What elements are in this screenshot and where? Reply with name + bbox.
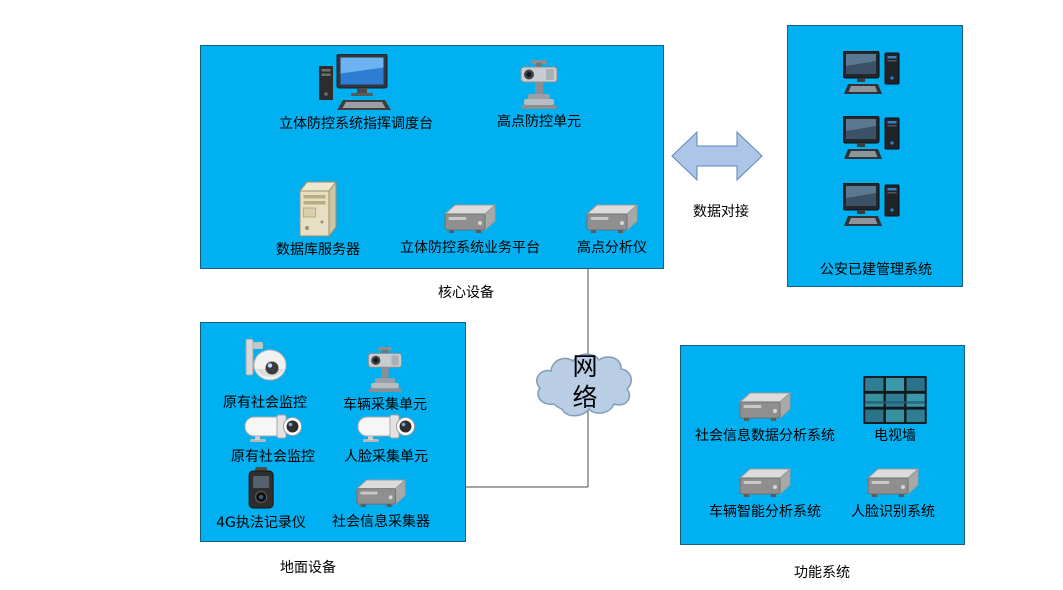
- core-equipment-panel: 立体防控系统指挥调度台 高点防控单元 数据库服务器 立体防控系统业务平台 高点分…: [200, 45, 664, 269]
- analyzer-box-icon: [354, 477, 408, 510]
- device-label: 原有社会监控: [223, 395, 307, 411]
- ptz-camera-icon: [366, 347, 404, 393]
- device-label: 人脸识别系统: [851, 504, 935, 520]
- analyzer-box-icon: [865, 466, 921, 500]
- function-panel-caption: 功能系统: [794, 565, 850, 581]
- device-label: 人脸采集单元: [344, 449, 428, 465]
- ground-equipment-panel: 原有社会监控 车辆采集单元 原有社会监控 人脸采集单元 4G执法记录仪 社会信息…: [200, 322, 466, 542]
- server-tower-icon: [294, 178, 342, 238]
- device-label: 数据库服务器: [276, 242, 360, 258]
- device-label: 车辆采集单元: [343, 397, 427, 413]
- device-label: 4G执法记录仪: [216, 515, 306, 531]
- device-label: 电视墙: [874, 428, 916, 444]
- tv-wall-icon: [862, 376, 928, 424]
- data-link-arrow: [671, 127, 763, 189]
- device-existing-monitor-dome: 原有社会监控: [223, 339, 307, 411]
- bullet-camera-icon: [244, 413, 302, 445]
- body-camera-icon: [245, 467, 277, 511]
- device-label: 立体防控系统指挥调度台: [279, 116, 433, 132]
- analyzer-box-icon: [737, 466, 793, 500]
- device-label: 高点分析仪: [577, 240, 647, 256]
- device-social-data-analysis: 社会信息数据分析系统: [695, 390, 835, 444]
- ground-panel-caption: 地面设备: [280, 560, 336, 576]
- device-social-info-collector: 社会信息采集器: [332, 477, 430, 530]
- device-face-recognition-system: 人脸识别系统: [851, 466, 935, 520]
- network-cloud: [532, 350, 638, 426]
- device-business-platform: 立体防控系统业务平台: [400, 202, 540, 256]
- function-systems-panel: 社会信息数据分析系统 电视墙 车辆智能分析系统 人脸识别系统: [680, 345, 965, 545]
- device-label: 原有社会监控: [231, 449, 315, 465]
- device-existing-monitor-bullet: 原有社会监控: [231, 413, 315, 465]
- device-command-console: 立体防控系统指挥调度台: [279, 54, 433, 132]
- device-tv-wall: 电视墙: [862, 376, 928, 444]
- data-link-label: 数据对接: [693, 204, 749, 220]
- device-label: 社会信息数据分析系统: [695, 428, 835, 444]
- device-face-capture-unit: 人脸采集单元: [344, 413, 428, 465]
- device-highpoint-analyzer: 高点分析仪: [577, 202, 647, 256]
- device-database-server: 数据库服务器: [276, 178, 360, 258]
- double-arrow-icon: [671, 130, 763, 182]
- ptz-camera-icon: [519, 60, 559, 110]
- device-label: 车辆智能分析系统: [709, 504, 821, 520]
- device-label: 社会信息采集器: [332, 514, 430, 530]
- analyzer-box-icon: [584, 202, 640, 236]
- desktop-pc-icon: [843, 51, 901, 101]
- device-label: 高点防控单元: [497, 114, 581, 130]
- cloud-icon: [536, 353, 632, 417]
- network-label: 网络: [572, 352, 598, 412]
- device-vehicle-capture-unit: 车辆采集单元: [343, 347, 427, 413]
- core-panel-caption: 核心设备: [438, 285, 494, 301]
- device-4g-body-camera: 4G执法记录仪: [216, 467, 306, 531]
- dome-camera-icon: [241, 339, 289, 391]
- bullet-camera-icon: [357, 413, 415, 445]
- analyzer-box-icon: [442, 202, 498, 236]
- desktop-pc-icon: [843, 183, 901, 233]
- analyzer-box-icon: [737, 390, 793, 424]
- police-system-panel: 公安已建管理系统: [787, 25, 963, 287]
- desktop-pc-icon: [843, 116, 901, 166]
- device-label: 立体防控系统业务平台: [400, 240, 540, 256]
- police-panel-label: 公安已建管理系统: [820, 262, 932, 278]
- workstation-icon: [319, 54, 393, 112]
- device-vehicle-analysis-system: 车辆智能分析系统: [709, 466, 821, 520]
- device-highpoint-control-unit: 高点防控单元: [497, 60, 581, 130]
